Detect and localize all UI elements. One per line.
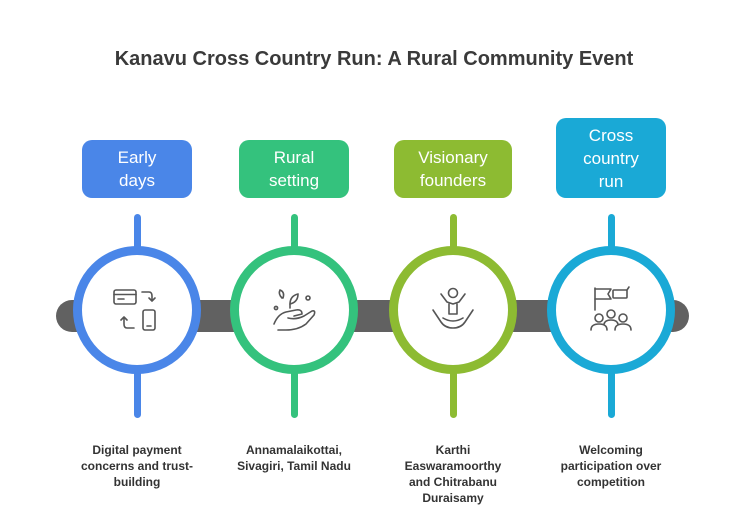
stage-description: Welcoming participation over competition <box>560 443 662 489</box>
stage-rural-setting: Rural setting Annamalaikottai, Sivagiri,… <box>229 0 359 522</box>
stage-early-days: Early days Digital payment concerns and … <box>72 0 202 522</box>
stage-description: Annamalaikottai, Sivagiri, Tamil Nadu <box>237 443 351 473</box>
stage-cross-country-run: Cross country run Welcoming participatio… <box>546 0 676 522</box>
stage-label-cross-country-run: Cross country run <box>556 118 666 198</box>
stage-description: Karthi Easwaramoorthy and Chitrabanu Dur… <box>404 443 502 505</box>
diagram-title: Kanavu Cross Country Run: A Rural Commun… <box>114 48 634 70</box>
hand-plant-icon <box>273 289 316 331</box>
stage-description: Digital payment concerns and trust- buil… <box>80 443 194 489</box>
stem-bottom <box>133 366 141 418</box>
stem-top <box>290 214 298 254</box>
stage-ring <box>230 246 358 374</box>
stage-ring <box>389 246 517 374</box>
stem-bottom <box>607 366 615 418</box>
flag-group-icon <box>590 286 632 331</box>
stem-bottom <box>449 366 457 418</box>
stem-bottom <box>290 366 298 418</box>
stem-top <box>607 214 615 254</box>
stage-label-early-days: Early days <box>82 140 192 198</box>
stem-top <box>133 214 141 254</box>
stage-label-visionary-founders: Visionary founders <box>394 140 512 198</box>
stem-top <box>449 214 457 254</box>
payment-exchange-icon <box>113 289 156 331</box>
stage-visionary-founders: Visionary founders Karthi Easwaramoorthy… <box>388 0 518 522</box>
stage-label-rural-setting: Rural setting <box>239 140 349 198</box>
stage-ring <box>547 246 675 374</box>
person-hands-icon <box>432 287 474 329</box>
stage-ring <box>73 246 201 374</box>
